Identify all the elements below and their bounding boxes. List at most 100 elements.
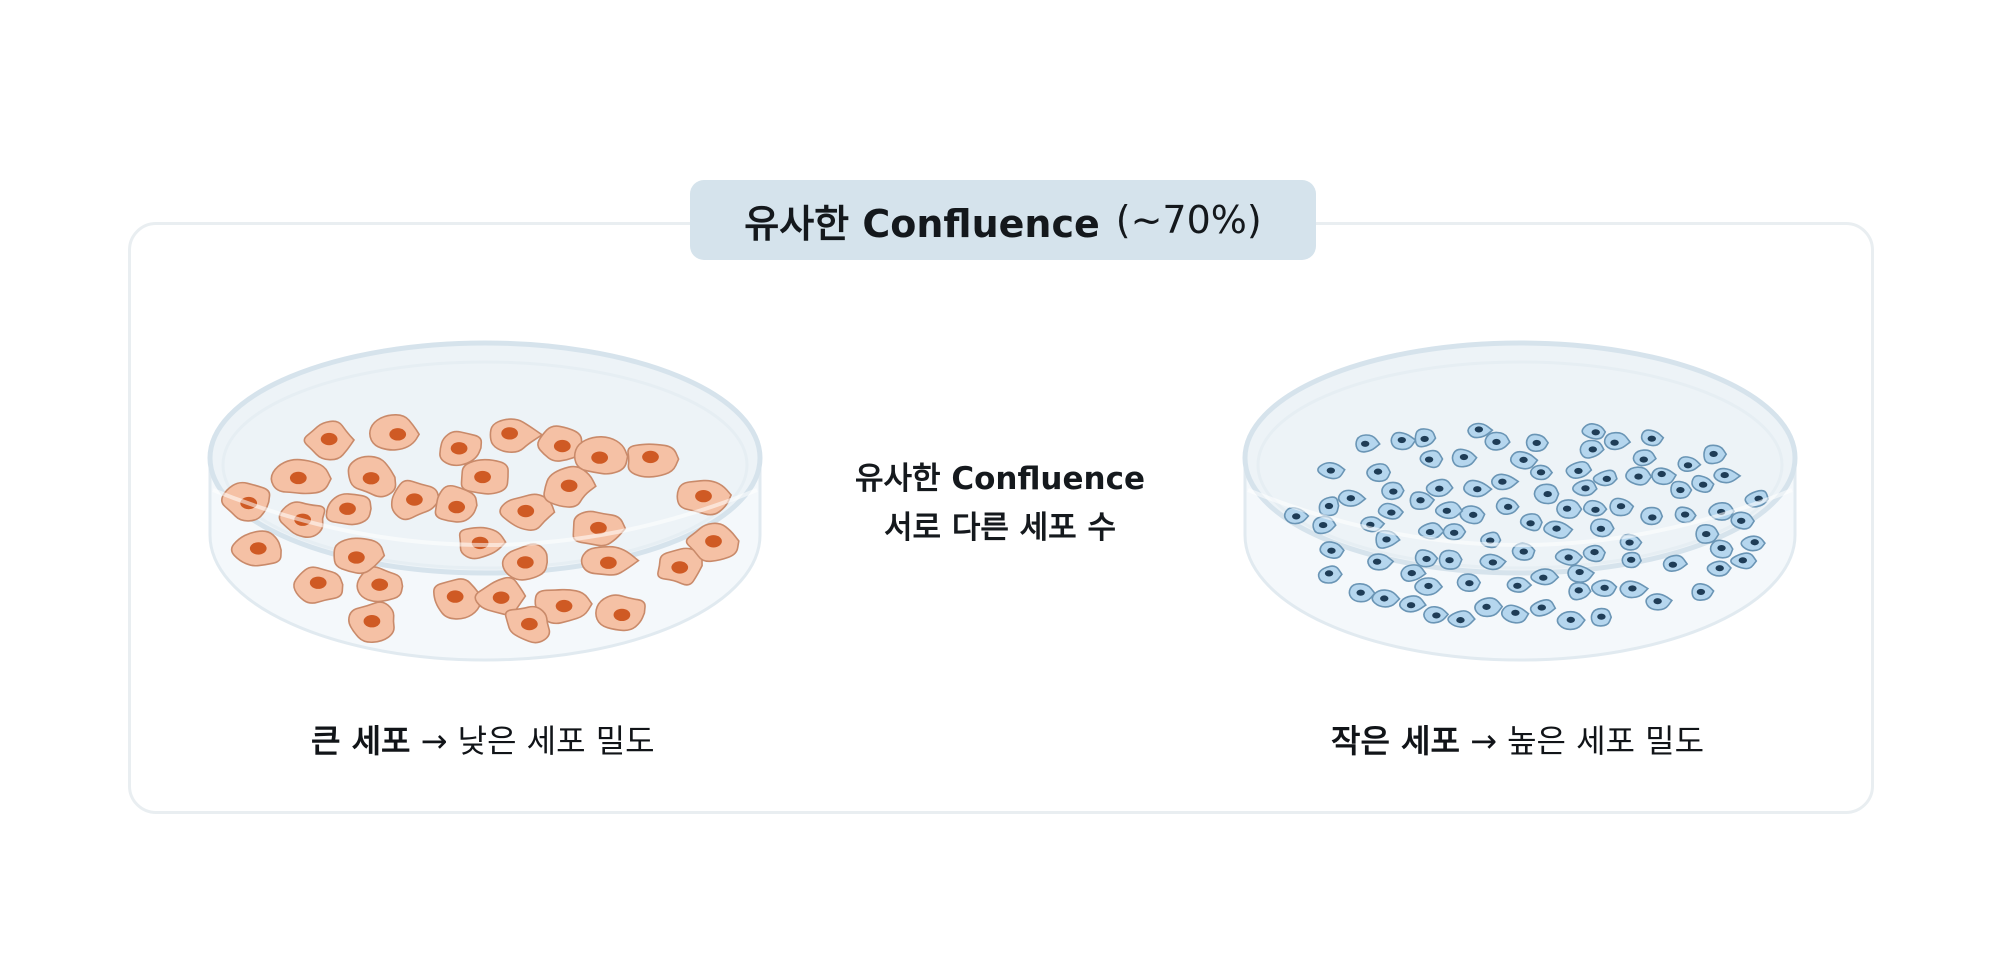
dish-glare <box>212 488 758 547</box>
cell <box>1554 548 1584 566</box>
cell-nucleus <box>1424 582 1433 590</box>
cell <box>348 601 395 644</box>
cell-nucleus <box>560 479 578 492</box>
cell-nucleus <box>521 617 538 631</box>
cell <box>303 420 356 461</box>
cell-nucleus <box>1473 486 1482 493</box>
cell-nucleus <box>516 556 534 569</box>
cell <box>1567 564 1596 583</box>
cell <box>1337 489 1367 507</box>
cell <box>1459 505 1486 525</box>
cell-nucleus <box>1610 439 1619 446</box>
small-cell-cluster <box>1283 422 1770 631</box>
cell <box>1423 605 1450 624</box>
cell-nucleus <box>1387 509 1396 516</box>
center-note: 유사한 Confluence 서로 다른 세포 수 <box>800 455 1200 553</box>
cell-nucleus <box>1445 557 1454 564</box>
cell <box>1434 501 1464 520</box>
cell <box>1318 496 1340 517</box>
cell-nucleus <box>1511 609 1520 616</box>
cell-nucleus <box>249 542 267 555</box>
cell <box>1533 483 1560 505</box>
right-caption-rest: 높은 세포 밀도 <box>1507 722 1705 760</box>
cell <box>1556 610 1586 631</box>
cell <box>1529 464 1554 481</box>
cell <box>1490 473 1520 491</box>
cell-nucleus <box>450 442 468 455</box>
cell <box>1651 467 1678 486</box>
cell <box>1484 431 1511 451</box>
cell-nucleus <box>1519 548 1528 555</box>
cell-nucleus <box>1596 525 1606 532</box>
cell-nucleus <box>1738 557 1747 564</box>
cell-nucleus <box>1562 505 1572 512</box>
cell-nucleus <box>1422 555 1431 563</box>
cell-nucleus <box>1474 426 1484 433</box>
cell-nucleus <box>613 608 631 622</box>
cell-nucleus <box>1657 470 1666 478</box>
right-caption-arrow: → <box>1470 722 1497 760</box>
cell-nucleus <box>1639 456 1648 463</box>
cell-nucleus <box>1720 472 1729 479</box>
cell <box>1371 589 1401 608</box>
cell-nucleus <box>1425 528 1435 536</box>
cell <box>1640 506 1664 526</box>
cell <box>1419 449 1444 469</box>
cell-nucleus <box>590 521 607 535</box>
cell-nucleus <box>1575 568 1584 576</box>
cell-nucleus <box>1628 585 1637 592</box>
cell-nucleus <box>1715 565 1724 572</box>
cell-nucleus <box>1626 556 1636 563</box>
cell <box>1662 554 1689 572</box>
cell <box>501 543 549 581</box>
title-label: 유사한 Confluence <box>744 201 1100 246</box>
cell-nucleus <box>1435 485 1444 492</box>
left-caption-rest: 낮은 세포 밀도 <box>457 722 655 760</box>
cell-nucleus <box>1326 467 1336 474</box>
cell <box>1529 598 1557 617</box>
cell <box>1589 518 1615 538</box>
cell-nucleus <box>1543 491 1552 498</box>
cell-nucleus <box>1469 511 1478 518</box>
cell <box>595 594 646 632</box>
center-note-line1: 유사한 Confluence <box>854 461 1145 497</box>
cell-nucleus <box>1668 561 1678 568</box>
cell <box>1691 583 1715 601</box>
cell-nucleus <box>348 551 365 564</box>
cell <box>460 458 509 495</box>
cell-nucleus <box>695 489 712 503</box>
cell <box>1582 544 1607 563</box>
cell <box>1691 474 1715 493</box>
cell <box>1495 497 1520 516</box>
cell-nucleus <box>1591 506 1600 513</box>
cell-nucleus <box>1737 517 1746 524</box>
cell-nucleus <box>1459 453 1469 461</box>
cell-nucleus <box>448 500 466 514</box>
cell <box>1319 541 1345 560</box>
cell-nucleus <box>1532 439 1541 447</box>
cell <box>1579 439 1605 459</box>
cell-nucleus <box>1709 450 1718 457</box>
cell-nucleus <box>1574 467 1583 474</box>
cell-nucleus <box>705 535 722 548</box>
cell-nucleus <box>362 472 380 485</box>
cell-nucleus <box>1564 554 1573 561</box>
cell-nucleus <box>501 427 518 440</box>
cell-nucleus <box>1588 446 1597 453</box>
cell-nucleus <box>320 432 338 446</box>
cell <box>1409 491 1436 511</box>
cell <box>356 566 404 603</box>
cell <box>1390 431 1417 451</box>
cell-nucleus <box>1597 613 1606 620</box>
cell <box>439 430 483 467</box>
cell <box>1509 450 1539 470</box>
cell-nucleus <box>389 428 407 441</box>
cell <box>1451 448 1478 468</box>
cell-nucleus <box>1416 497 1425 504</box>
cell <box>1447 610 1476 628</box>
cell-nucleus <box>1581 485 1590 492</box>
cell-nucleus <box>1616 503 1626 510</box>
cell-nucleus <box>1717 544 1726 552</box>
cell <box>369 413 421 451</box>
cell <box>1348 582 1376 603</box>
